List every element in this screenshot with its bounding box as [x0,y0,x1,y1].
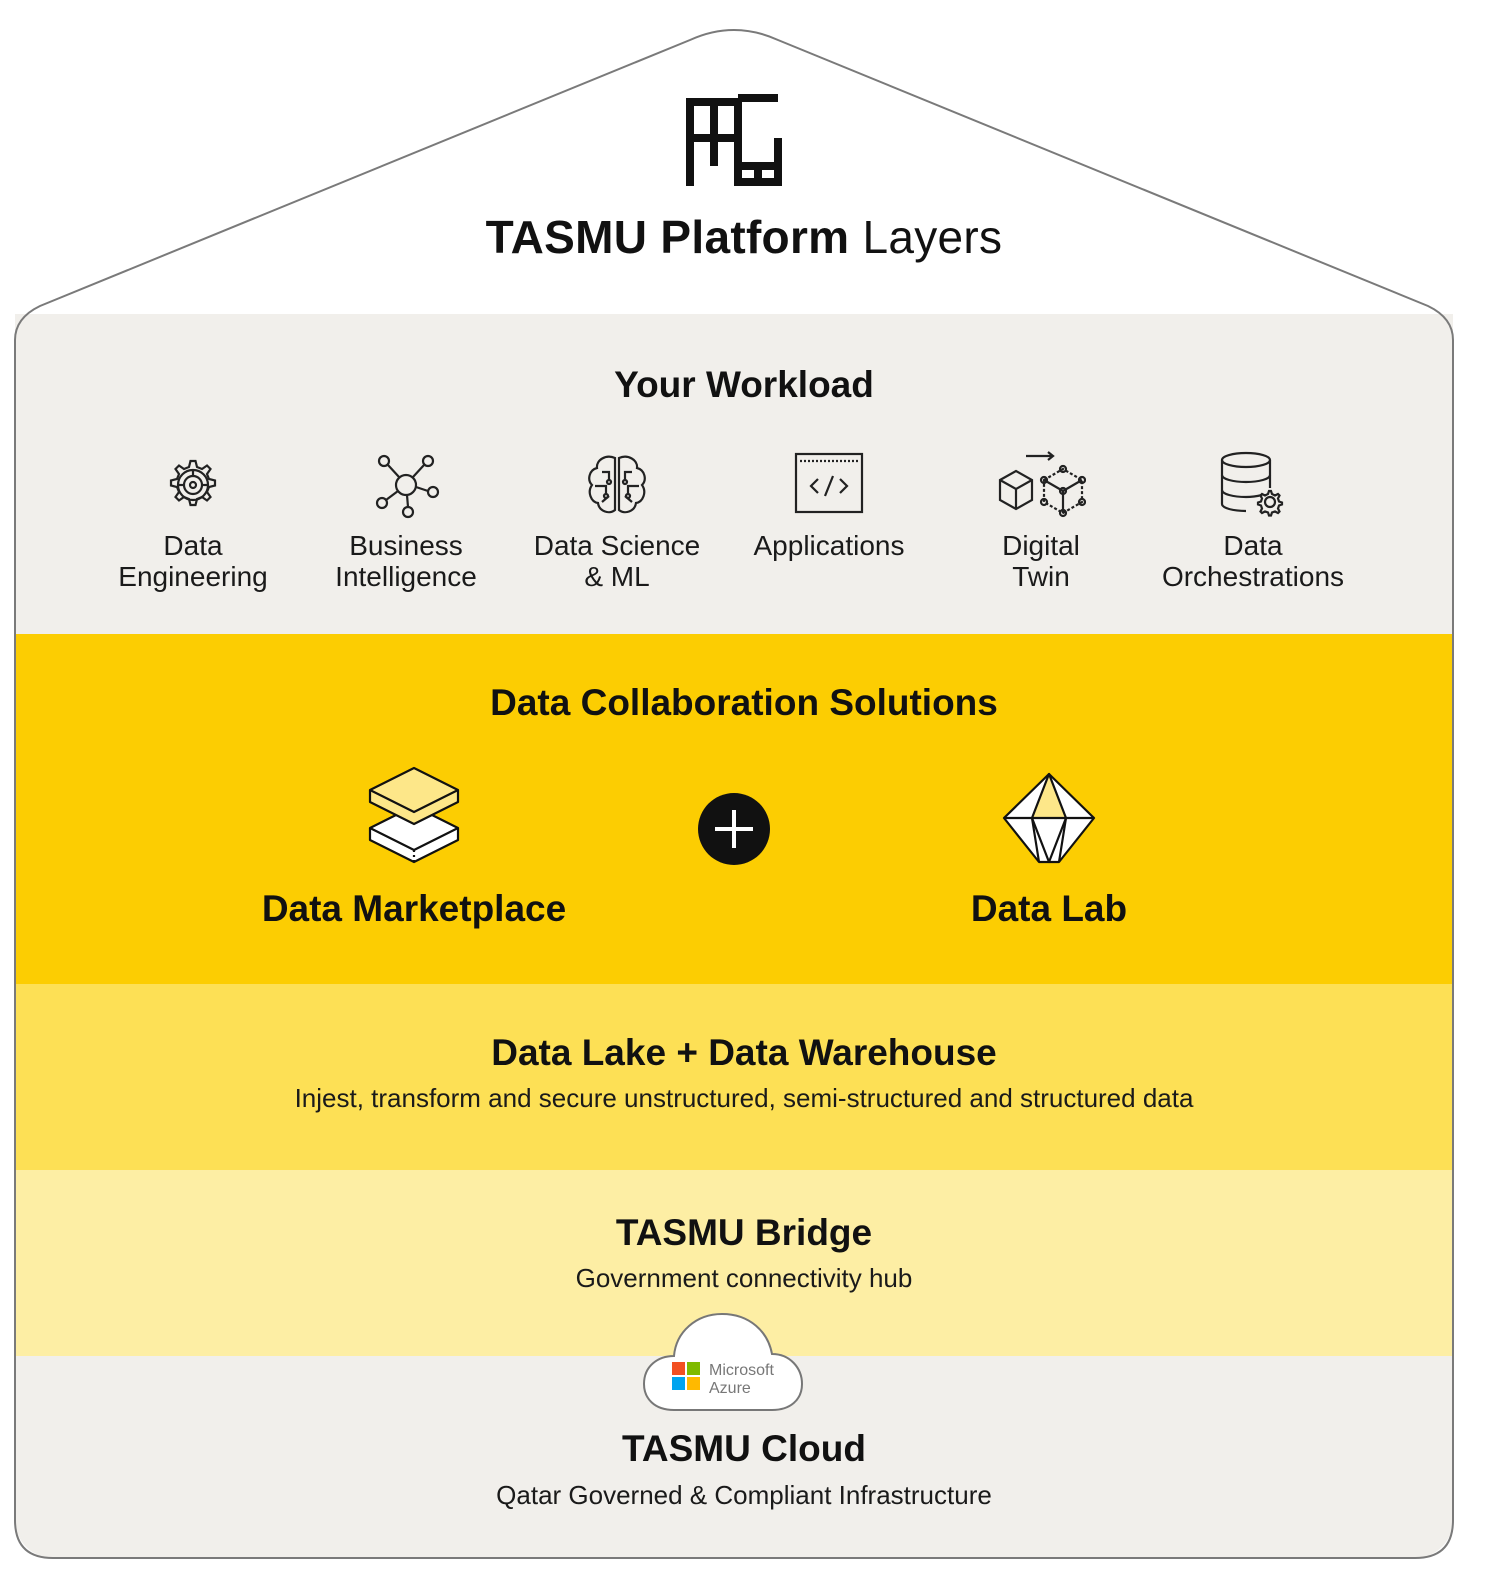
plus-icon [698,793,770,865]
workload-label: Intelligence [335,561,477,592]
workload-item-digital-twin: Digital Twin [931,450,1151,592]
stacked-layers-icon [368,766,460,864]
title-bold: TASMU Platform [485,211,850,263]
workload-label: Business [349,530,463,561]
diamond-icon [1002,772,1096,864]
page-title: TASMU Platform Layers [0,210,1488,264]
workload-label: Applications [753,530,905,561]
workload-label: Twin [1012,561,1070,592]
workload-label: Orchestrations [1161,561,1345,592]
database-gear-icon [1220,451,1284,517]
lake-subtitle: Injest, transform and secure unstructure… [294,1083,1194,1113]
workload-layer [15,314,1453,634]
data-marketplace: Data Marketplace [214,766,614,930]
workload-item-data-science: Data Science & ML [507,450,727,592]
code-window-icon [794,452,864,514]
workload-item-applications: Applications [719,450,939,561]
workload-item-data-engineering: Data Engineering [83,450,303,592]
azure-cloud-badge: Microsoft Azure [642,1312,804,1411]
workload-label: Data Science [533,530,701,561]
workload-label: Data [1223,530,1283,561]
tasmu-logo-icon [686,94,782,186]
title-light: Layers [862,211,1003,263]
workload-label: Engineering [118,561,268,592]
workload-heading: Your Workload [614,364,874,405]
workload-label: Digital [1002,530,1080,561]
bridge-subtitle: Government connectivity hub [575,1263,913,1293]
cube-transform-icon [998,451,1086,518]
data-marketplace-label: Data Marketplace [261,888,567,929]
workload-item-business-intelligence: Business Intelligence [296,450,516,592]
azure-badge-line1: Microsoft [709,1362,774,1379]
data-lab-label: Data Lab [970,888,1128,929]
lake-warehouse-layer [15,984,1453,1170]
data-lab: Data Lab [849,772,1249,930]
workload-item-data-orchestrations: Data Orchestrations [1143,450,1363,592]
cloud-heading: TASMU Cloud [622,1428,866,1469]
brain-circuit-icon [588,455,646,514]
workload-label: & ML [584,561,650,592]
cloud-subtitle: Qatar Governed & Compliant Infrastructur… [496,1480,992,1510]
network-nodes-icon [375,454,440,519]
lake-heading: Data Lake + Data Warehouse [491,1032,997,1073]
collaboration-heading: Data Collaboration Solutions [490,682,998,723]
workload-label: Data [163,530,223,561]
azure-badge-line2: Azure [709,1380,751,1397]
bridge-heading: TASMU Bridge [615,1212,873,1253]
gear-circuit-icon [169,459,217,507]
